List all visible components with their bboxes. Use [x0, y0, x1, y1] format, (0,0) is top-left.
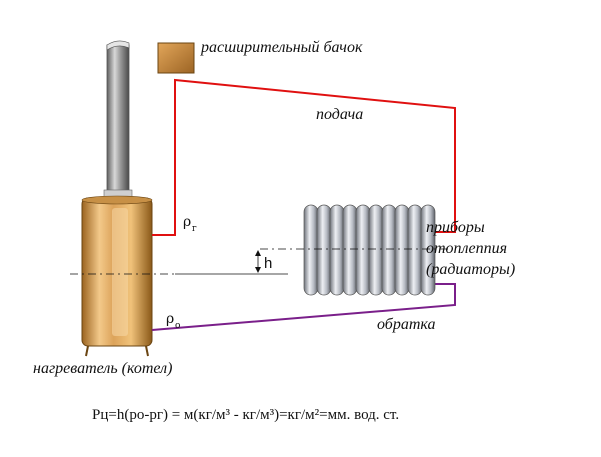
- svg-text:ρ: ρ: [183, 214, 191, 230]
- radiator: [303, 204, 436, 296]
- supply-label: подача: [316, 106, 363, 123]
- rho-hot-label: ρ г: [183, 214, 197, 234]
- boiler-leg: [85, 345, 89, 357]
- heater-label: нагреватель (котел): [33, 360, 172, 377]
- return-pipe: [151, 283, 456, 331]
- devices-label-2: отоплennия: [426, 240, 507, 257]
- devices-label-1: приборы: [426, 219, 485, 236]
- expansion-tank-label: расширительный бачок: [200, 39, 363, 56]
- return-label: обратка: [377, 316, 435, 333]
- rho-cold-label: ρ о: [166, 311, 180, 331]
- svg-text:о: о: [175, 321, 180, 331]
- height-arrow: [255, 250, 261, 273]
- devices-label-3: (радиаторы): [426, 261, 515, 278]
- boiler: [81, 195, 153, 357]
- svg-text:г: г: [192, 224, 197, 234]
- pressure-formula: Рц=h(ро-рг) = м(кг/м³ - кг/м³)=кг/м²=мм.…: [92, 407, 399, 423]
- chimney: [103, 40, 133, 200]
- height-label: h: [264, 255, 272, 272]
- boiler-leg: [145, 345, 149, 357]
- expansion-tank: [157, 42, 195, 74]
- supply-pipe: [152, 78, 456, 236]
- svg-text:ρ: ρ: [166, 311, 174, 327]
